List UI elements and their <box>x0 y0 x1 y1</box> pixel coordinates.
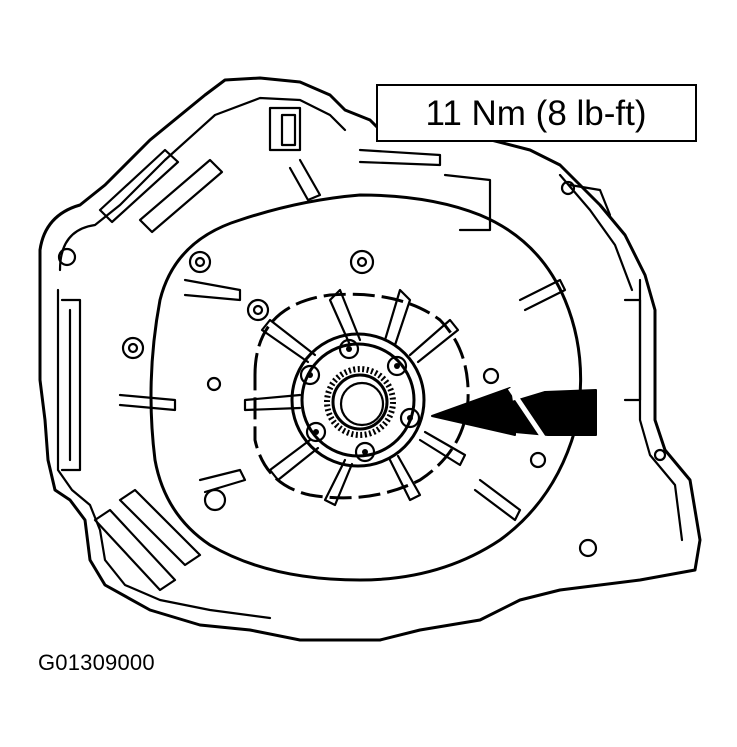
input-shaft-splines <box>324 366 396 438</box>
figure-id: G01309000 <box>38 650 155 675</box>
arrow-left-icon <box>431 386 597 442</box>
flange-bolts <box>299 338 421 463</box>
flange-ribs <box>60 106 642 592</box>
torque-callout: 11 Nm (8 lb-ft) <box>376 84 697 142</box>
torque-callout-text: 11 Nm (8 lb-ft) <box>425 94 646 133</box>
flange-bolt-holes <box>57 180 667 558</box>
radial-webs <box>118 148 567 522</box>
